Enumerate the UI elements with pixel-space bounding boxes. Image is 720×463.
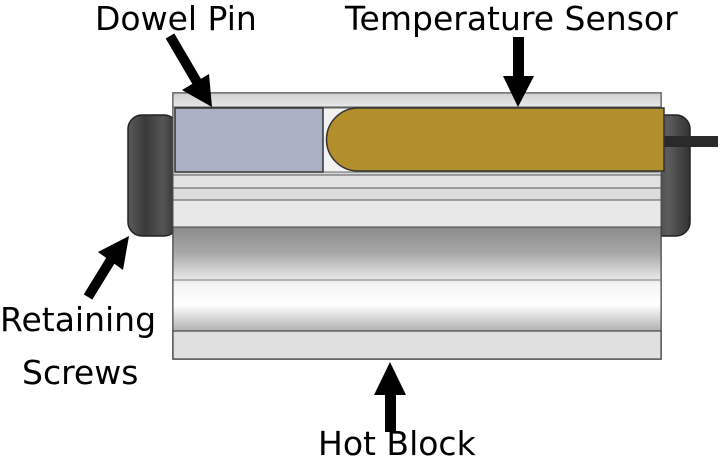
hot-block-arrow [374,362,406,432]
temperature-sensor-label: Temperature Sensor [345,0,678,38]
sensor-wire [660,136,718,147]
left-retaining-screw [127,114,179,237]
dowel-pin-arrow [165,33,212,107]
dowel-pin [174,107,324,173]
retaining-screws-label-line2: Screws [22,353,139,392]
retaining-screws-label-line1: Retaining [0,300,157,339]
retaining-screws-arrow [83,236,129,300]
hot-block-label: Hot Block [318,424,476,463]
dowel-pin-label: Dowel Pin [95,0,257,38]
temperature-sensor [325,107,665,172]
temperature-sensor-arrow [503,37,534,107]
